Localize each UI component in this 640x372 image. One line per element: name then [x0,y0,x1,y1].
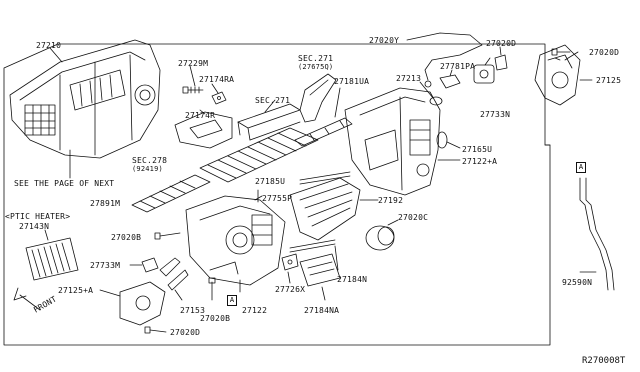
label-27210: 27210 [36,41,62,50]
marker-a-right: A [576,162,586,173]
label-sec278-sub: (92419) [132,165,163,173]
label-27726x: 27726X [275,285,306,294]
actuator-27733n [473,57,495,84]
screw-27020b-bottom [208,277,216,301]
drain-hose-92590n [579,177,615,291]
duct-27192 [289,177,379,241]
label-27125a: 27125+A [58,286,94,295]
label-27020d-right: 27020D [589,48,620,57]
sensor-27781pa [439,69,461,89]
part-27726x [281,253,299,284]
label-27020b-bottom: 27020B [200,314,231,323]
label-27020b-left: 27020B [111,233,142,242]
label-27213: 27213 [396,74,422,83]
label-27184na: 27184NA [304,306,340,315]
strip-27181ua [294,87,353,147]
label-27184n: 27184N [337,275,368,284]
label-27020y: 27020Y [369,36,400,45]
label-27733n: 27733N [480,110,511,119]
label-27020c: 27020C [398,213,429,222]
cover-27184na [299,253,341,301]
link-27153 [159,257,189,301]
label-27122a: 27122+A [462,157,498,166]
seal-27165u [436,131,461,149]
hose-27020y [406,32,483,88]
blower-motor-27125 [534,44,593,106]
label-27174ra: 27174RA [199,75,235,84]
heater-case-27122a [344,87,461,196]
label-27020d-top: 27020D [486,39,517,48]
label-ptc-heater: <PTIC HEATER> [5,212,71,221]
label-27733m: 27733M [90,261,121,270]
marker-a-left: A [227,295,237,306]
stay-27185u [299,171,351,185]
label-27192: 27192 [378,196,404,205]
screw-27020d-right [551,48,571,56]
label-27153: 27153 [180,306,206,315]
reference-code: R270008T [582,356,626,366]
lower-case-27122 [185,189,286,293]
screw-27020d-bottom [144,326,167,334]
front-arrow-icon [13,287,41,311]
filter-27891m [131,174,211,213]
label-27020d-bottom: 27020D [170,328,201,337]
screw-27020b-left [154,232,181,240]
label-sec271-top-sub: (27675Q) [298,63,334,71]
actuator-27733m [129,257,159,273]
hvac-assembly [9,39,161,159]
motor-27125a [99,281,166,326]
label-27174r: 27174R [185,111,216,120]
ptc-heater [25,229,79,281]
stay-27184n [289,239,339,271]
label-27143n: 27143N [19,222,50,231]
label-92590n: 92590N [562,278,593,287]
label-sec271-top: SEC.271 [298,54,334,63]
label-27781pa: 27781PA [440,62,476,71]
label-27185u: 27185U [255,177,286,186]
label-27755p: 27755P [262,194,293,203]
clip-27174ra [211,83,227,105]
label-27125: 27125 [596,76,622,85]
label-see-page: SEE THE PAGE OF NEXT [14,179,115,188]
label-27181ua: 27181UA [334,77,370,86]
label-27229m: 27229M [178,59,209,68]
label-27891m: 27891M [90,199,121,208]
label-27165u: 27165U [462,145,493,154]
bracket-27174r [174,109,233,149]
grommet-27020c [365,219,399,251]
evaporator-core [199,127,319,183]
label-27122: 27122 [242,306,268,315]
screw-27229m [182,65,204,94]
tube-27675q [299,73,337,123]
label-sec278: SEC.278 [132,156,168,165]
ring-27213 [419,81,443,106]
heater-core-sec271 [237,99,301,141]
clip-27020d-top [494,46,508,71]
label-sec271-mid: SEC.271 [255,96,291,105]
